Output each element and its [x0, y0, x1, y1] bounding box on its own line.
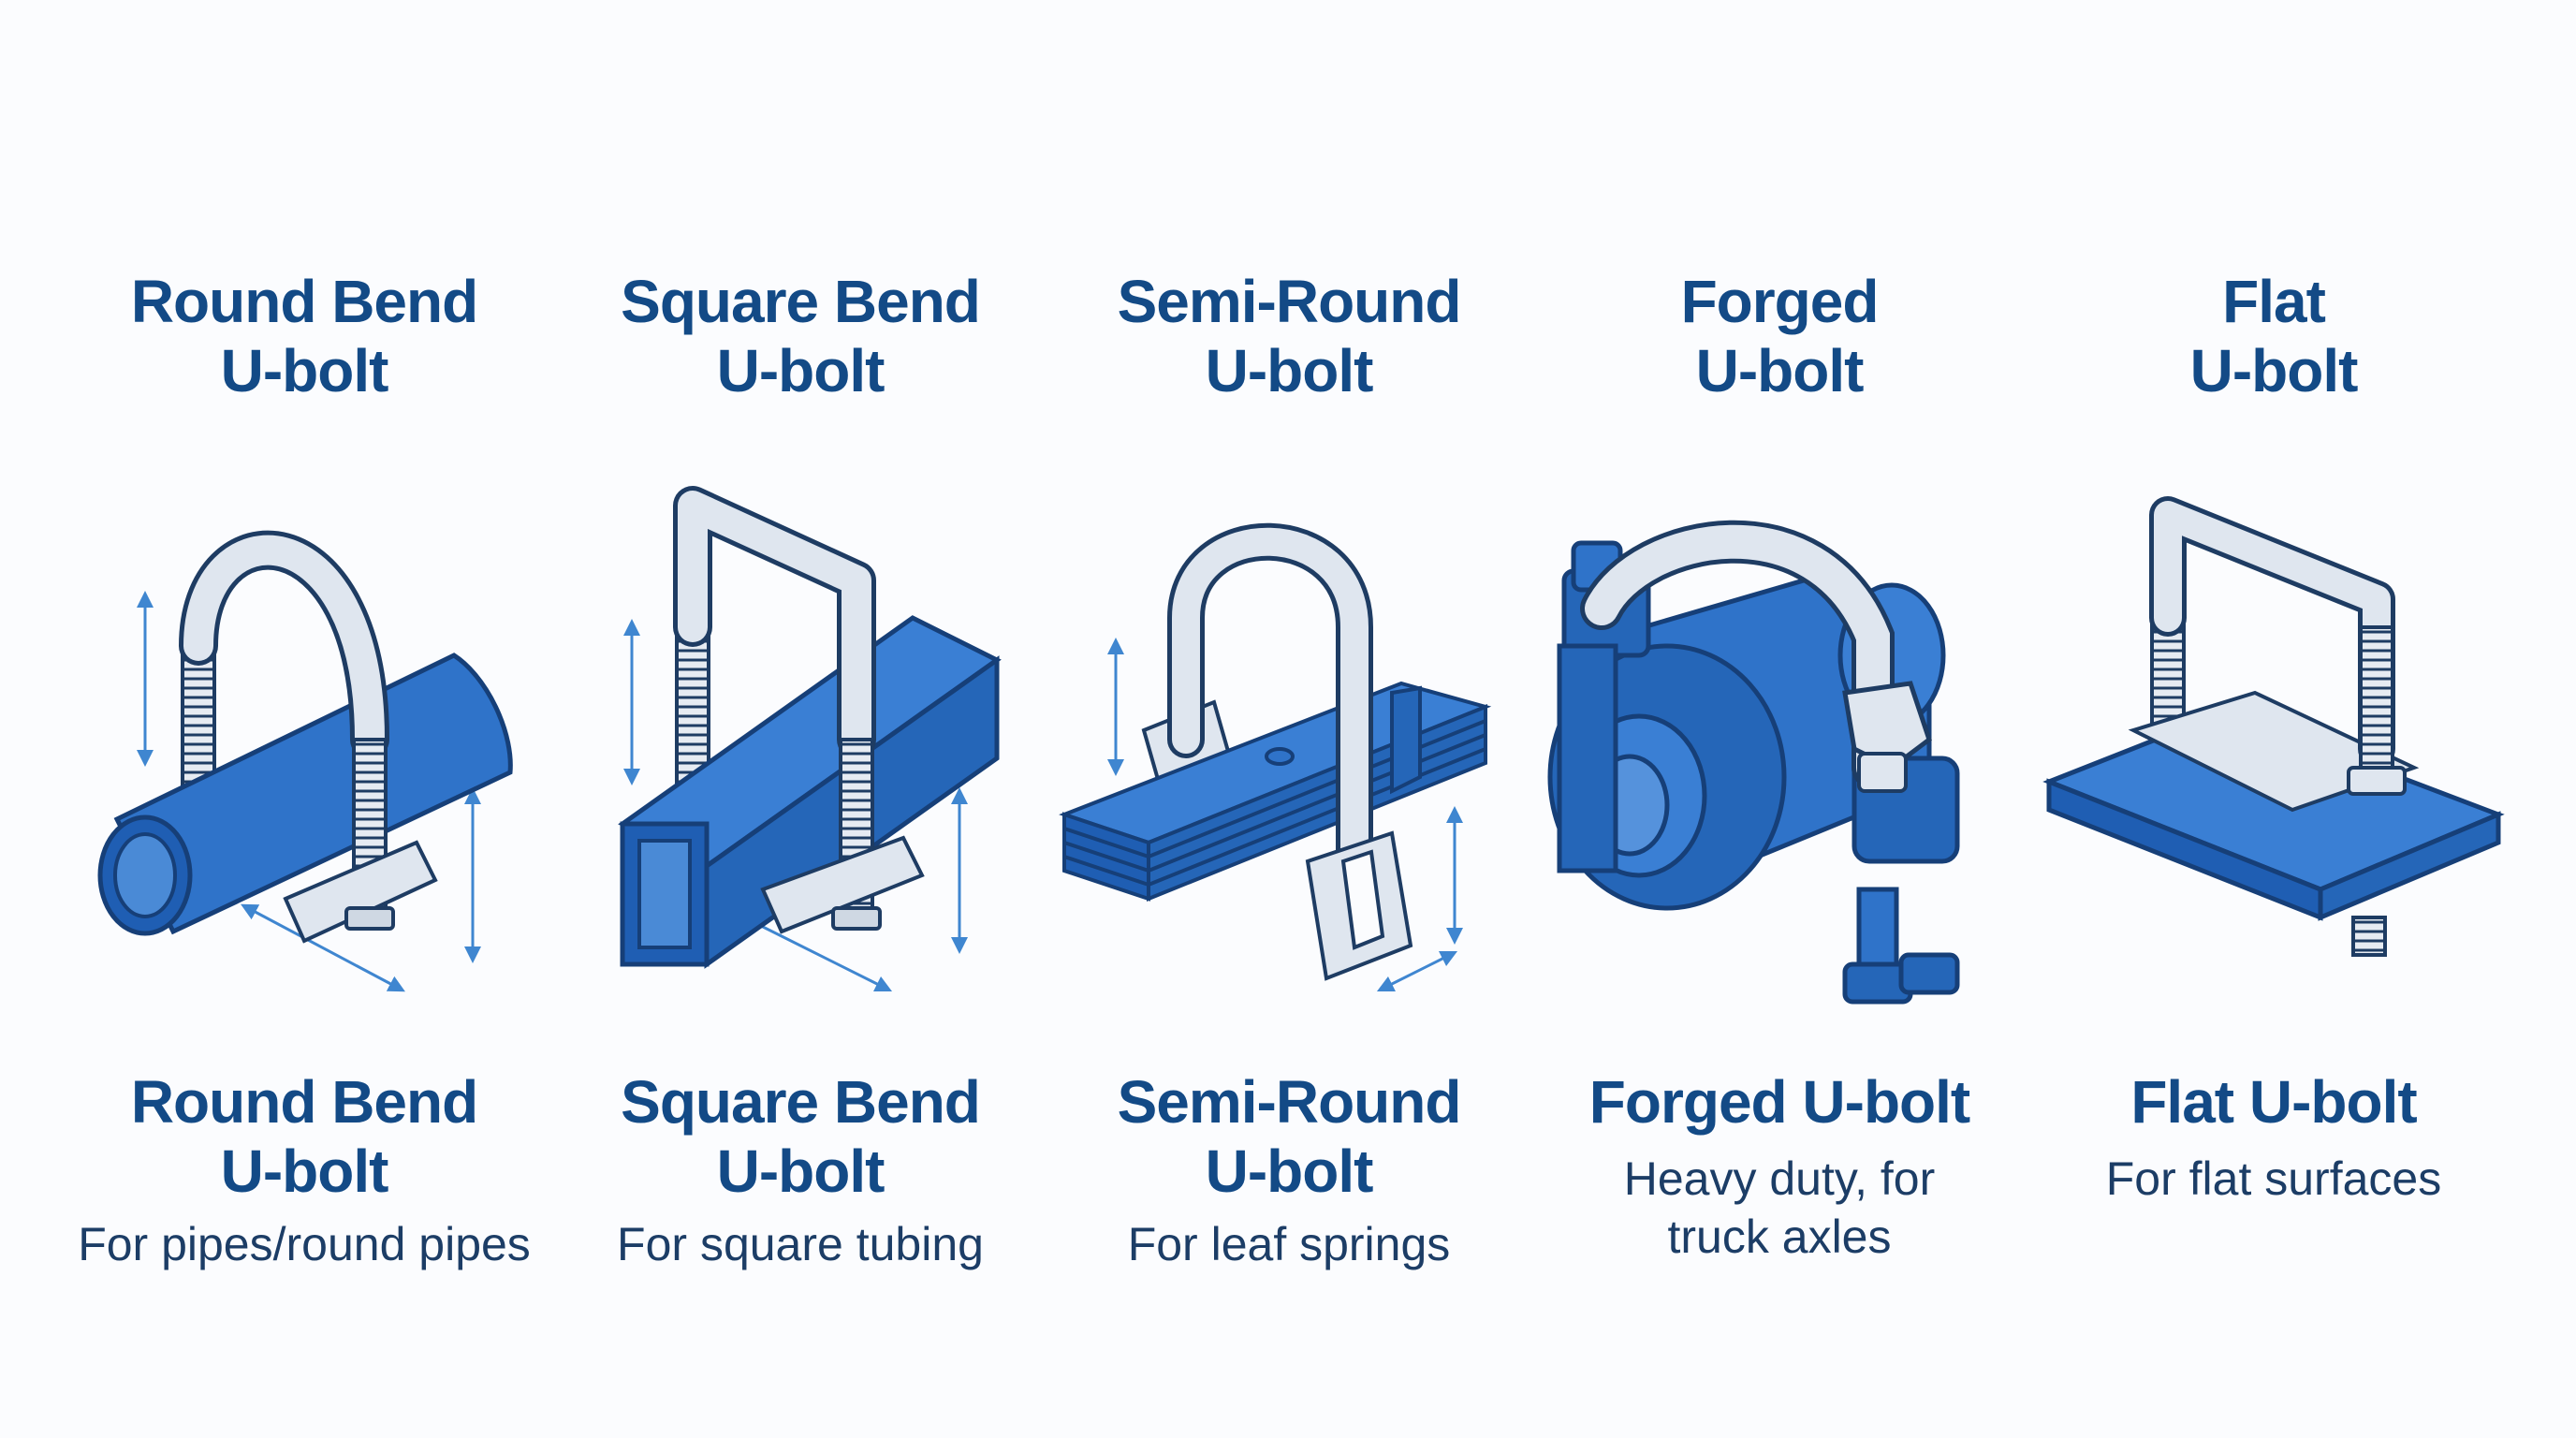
- description-line: For leaf springs: [1127, 1218, 1451, 1270]
- bottom-title: Flat U-bolt: [2030, 1067, 2517, 1137]
- top-title-line: U-bolt: [1695, 337, 1865, 404]
- round-bend-u-bolt-icon: [97, 530, 513, 992]
- bottom-title: Semi-Round U-bolt: [1046, 1067, 1532, 1206]
- description: For pipes/round pipes: [61, 1215, 548, 1273]
- bottom-title-line: Round Bend: [130, 1068, 478, 1136]
- bottom-title: Square Bend U-bolt: [557, 1067, 1044, 1206]
- description: For leaf springs: [1046, 1215, 1532, 1273]
- top-title-line: U-bolt: [716, 337, 886, 404]
- top-title-line: U-bolt: [220, 337, 389, 404]
- bottom-title-line: Semi-Round: [1117, 1068, 1462, 1136]
- top-title-line: Forged: [1680, 268, 1880, 335]
- description: For flat surfaces: [2030, 1150, 2517, 1208]
- u-bolt-card-semi-round: Semi-Round U-bolt Semi-Roun: [1046, 0, 1532, 1438]
- u-bolt-card-round-bend: Round Bend U-bolt Round Bend U-bolt For …: [61, 0, 548, 1438]
- u-bolt-card-square-bend: Square Bend U-bolt Square Bend U-bolt Fo…: [557, 0, 1044, 1438]
- bottom-title-line: U-bolt: [220, 1137, 389, 1205]
- square-bend-u-bolt-icon: [618, 486, 1002, 992]
- description: Heavy duty, for truck axles: [1536, 1150, 2023, 1266]
- bottom-title: Forged U-bolt: [1536, 1067, 2023, 1137]
- bottom-title-line: Flat U-bolt: [2130, 1068, 2417, 1136]
- bottom-title-line: Forged U-bolt: [1588, 1068, 1970, 1136]
- description-line: For pipes/round pipes: [78, 1218, 531, 1270]
- top-title-line: Round Bend: [130, 268, 478, 335]
- description-line: For flat surfaces: [2105, 1152, 2442, 1205]
- top-title-line: U-bolt: [2189, 337, 2359, 404]
- top-title: Forged U-bolt: [1536, 267, 2023, 405]
- u-bolt-card-flat: Flat U-bolt Flat U-bolt For flat surface…: [2030, 0, 2517, 1438]
- top-title-line: U-bolt: [1205, 337, 1374, 404]
- semi-round-u-bolt-icon: [1059, 522, 1492, 992]
- bottom-title: Round Bend U-bolt: [61, 1067, 548, 1206]
- bottom-title-line: U-bolt: [716, 1137, 886, 1205]
- top-title: Semi-Round U-bolt: [1046, 267, 1532, 405]
- top-title: Square Bend U-bolt: [557, 267, 1044, 405]
- forged-u-bolt-icon: [1547, 520, 1960, 1005]
- top-title-line: Square Bend: [621, 268, 981, 335]
- flat-u-bolt-icon: [2042, 496, 2505, 957]
- bottom-title-line: Square Bend: [621, 1068, 981, 1136]
- description-line: Heavy duty, for: [1623, 1152, 1936, 1205]
- description: For square tubing: [557, 1215, 1044, 1273]
- description-line: truck axles: [1667, 1211, 1892, 1263]
- u-bolt-card-forged: Forged U-bolt Forged U-bolt: [1536, 0, 2023, 1438]
- top-title-line: Semi-Round: [1117, 268, 1462, 335]
- top-title: Round Bend U-bolt: [61, 267, 548, 405]
- top-title: Flat U-bolt: [2030, 267, 2517, 405]
- description-line: For square tubing: [617, 1218, 984, 1270]
- bottom-title-line: U-bolt: [1205, 1137, 1374, 1205]
- top-title-line: Flat: [2222, 268, 2326, 335]
